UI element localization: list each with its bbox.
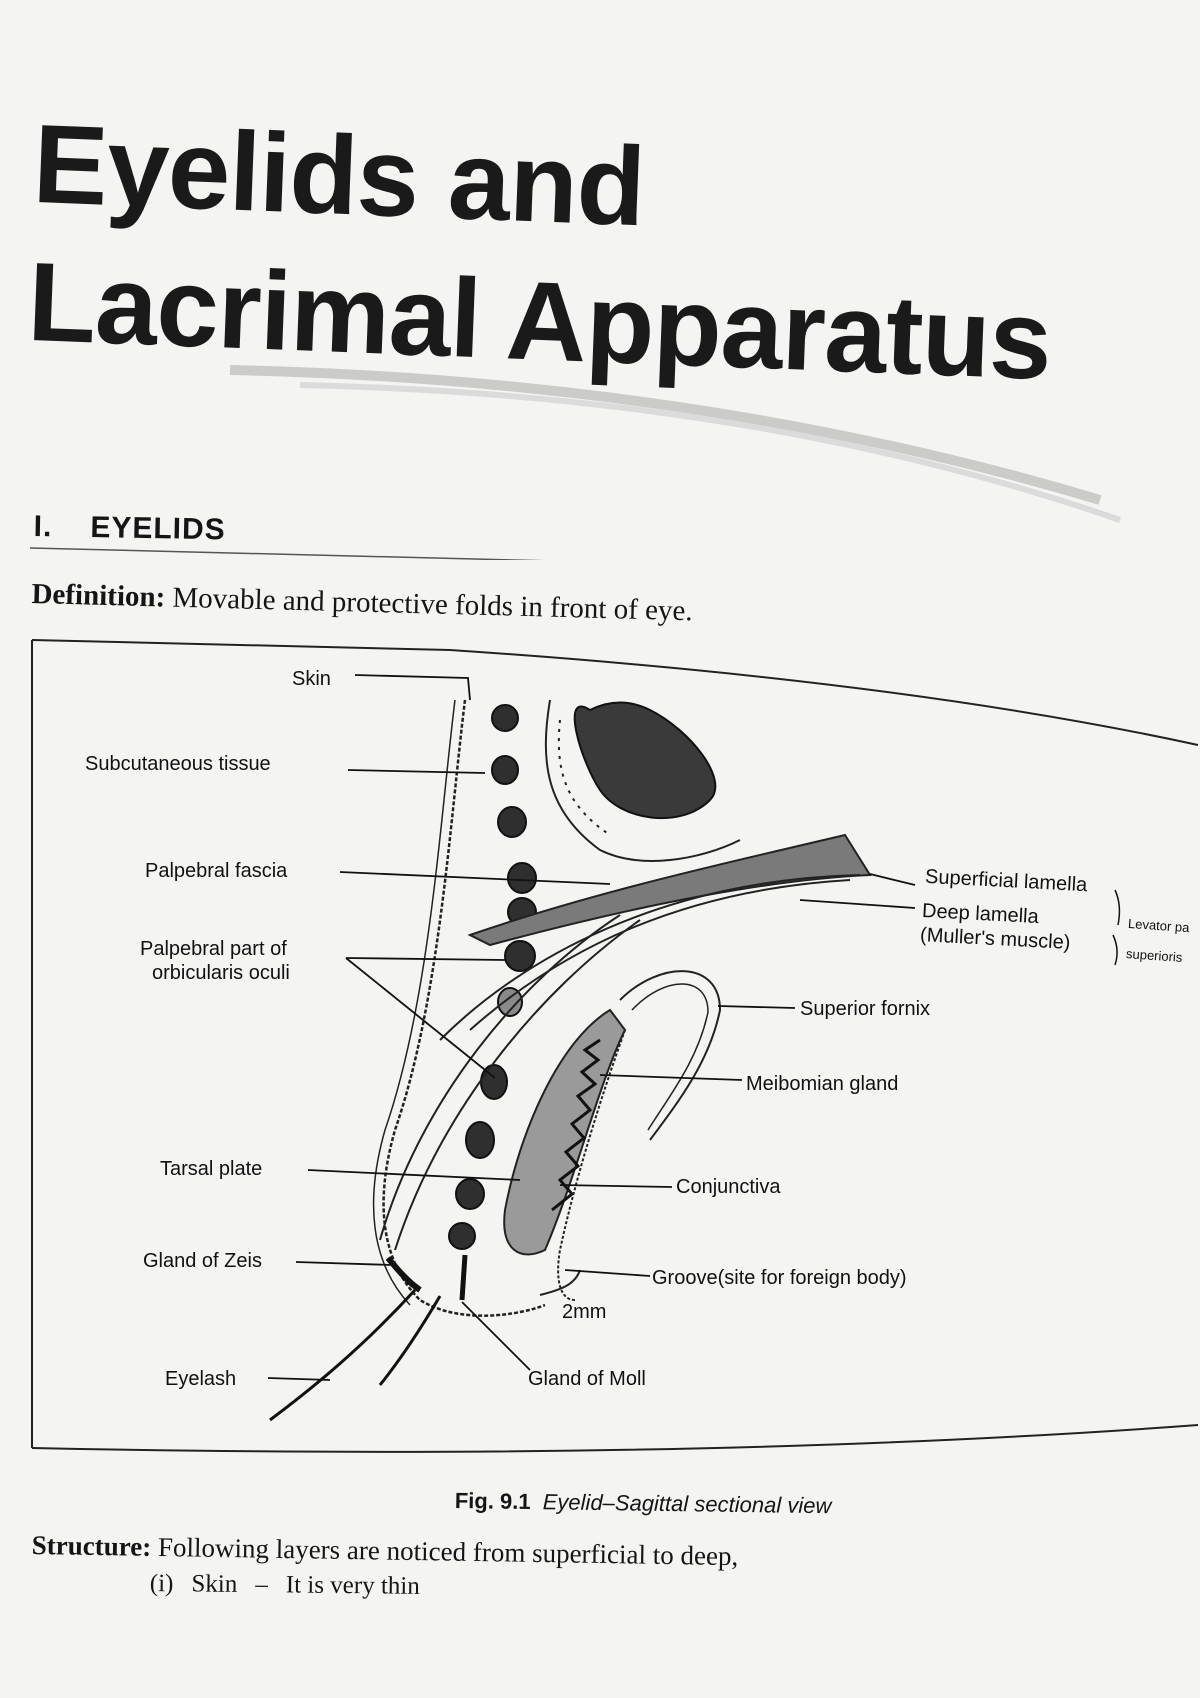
label-eyelash: Eyelash [165,1368,237,1390]
aponeurosis-fibers-1 [379,914,621,1241]
levator-aponeurosis [467,833,872,947]
label-meibomian-gland: Meibomian gland [746,1073,899,1095]
label-skin: Skin [292,668,331,690]
superior-fornix-shape [619,970,722,1141]
label-orbicularis-line2: orbicularis oculi [152,962,290,984]
orbital-septum [544,699,741,862]
list-item-term: Skin [191,1570,238,1598]
aponeurosis-fibers-2 [394,919,641,1251]
label-groove: Groove(site for foreign body) [652,1267,907,1289]
meibomian-gland-shape [551,1038,601,1212]
tarsal-plate-shape [503,1008,627,1256]
list-item-desc: It is very thin [285,1571,420,1600]
figure-number: Fig. 9.1 [454,1488,531,1515]
gland-of-zeis-shape [385,1256,422,1293]
label-palpebral-fascia: Palpebral fascia [145,860,288,882]
title-swoosh-decoration [29,365,1121,560]
orbicularis-bundles [448,704,537,1250]
eyelash-shape-1 [269,1288,417,1422]
label-2mm: 2mm [562,1301,607,1323]
label-levator-line2: superioris [1125,946,1183,965]
list-item-dash: – [255,1571,268,1599]
septum-dots [557,719,611,836]
gland-of-moll-shape [459,1254,468,1301]
deep-lamella-line [469,879,851,1031]
conjunctiva-line [557,1029,626,1301]
structure-lead: Structure: [31,1530,152,1562]
leader-lines [267,674,1121,1381]
superficial-lamella-line [439,874,861,1041]
fornix-inner [631,983,709,1131]
frame-top [31,639,1199,746]
label-tarsal-plate: Tarsal plate [160,1158,263,1180]
skin-outline [382,699,546,1317]
section-rule [29,547,546,560]
list-item-marker: (i) [149,1570,174,1598]
figure-caption: Fig. 9.1 Eyelid–Sagittal sectional view [455,1488,832,1519]
list-item: (i) Skin–It is very thin [150,1570,438,1601]
frame-bottom [31,1424,1199,1453]
label-subcutaneous-tissue: Subcutaneous tissue [85,753,271,775]
skin-inner-line [372,699,456,1306]
orbital-fat [573,701,717,820]
label-gland-of-zeis: Gland of Zeis [143,1250,262,1272]
label-gland-of-moll: Gland of Moll [528,1368,646,1390]
label-conjunctiva: Conjunctiva [676,1176,781,1198]
figure-title: Eyelid–Sagittal sectional view [542,1489,832,1519]
eyelash-shape-2 [378,1295,442,1386]
label-superior-fornix: Superior fornix [800,998,931,1020]
label-levator-line1: Levator pa [1127,915,1190,936]
label-orbicularis-line1: Palpebral part of [140,938,287,960]
groove-shape [539,1269,581,1296]
